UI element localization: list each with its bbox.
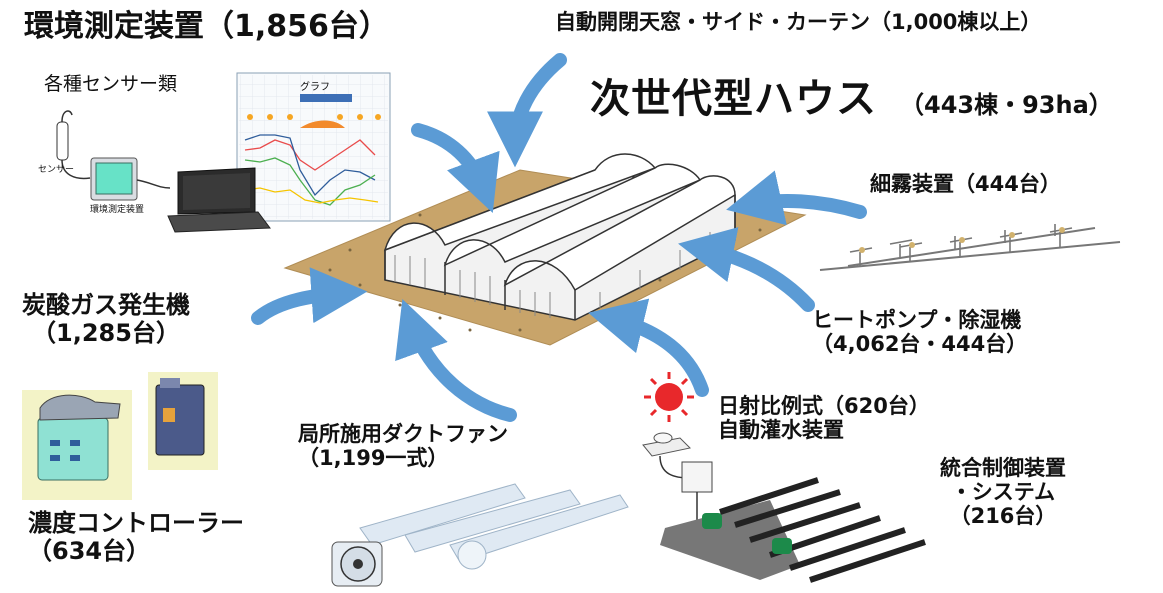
laptop-icon bbox=[167, 167, 271, 233]
env-measure-label: 環境測定装置（1,856台） bbox=[24, 9, 389, 44]
heatpump-label: ヒートポンプ・除湿機 （4,062台・444台） bbox=[812, 308, 1028, 357]
window-curtain-label: 自動開閉天窓・サイド・カーテン（1,000棟以上） bbox=[555, 10, 1042, 34]
measure-device-icon bbox=[90, 157, 171, 201]
sensor-icon bbox=[56, 110, 91, 180]
sensors-label: 各種センサー類 bbox=[44, 73, 178, 95]
graph-title-label: グラフ bbox=[300, 82, 330, 93]
integrated-control-label: 統合制御装置 ・システム （216台） bbox=[940, 456, 1066, 529]
controller-icon bbox=[642, 432, 713, 520]
fan-icon bbox=[331, 483, 629, 587]
co2-generator-icon bbox=[22, 390, 132, 500]
concentration-controller-label: 濃度コントローラー （634台） bbox=[28, 509, 244, 565]
device-small-label: 環境測定装置 bbox=[90, 205, 145, 215]
page-subtitle: （443棟・93ha） bbox=[900, 91, 1113, 119]
co2-label: 炭酸ガス発生機 （1,285台） bbox=[22, 291, 190, 347]
co2-generator-2-icon bbox=[148, 372, 218, 470]
graph-window bbox=[236, 72, 391, 222]
duct-fan-label: 局所施用ダクトファン （1,199一式） bbox=[298, 422, 508, 471]
mist-label: 細霧装置（444台） bbox=[870, 172, 1061, 196]
mist-nozzles-icon bbox=[819, 224, 1121, 271]
sensor-small-label: センサー bbox=[38, 165, 75, 175]
solar-irrigation-label: 日射比例式（620台） 自動灌水装置 bbox=[718, 394, 930, 443]
arrow-icon bbox=[251, 53, 867, 422]
irrigation-tubes-icon bbox=[660, 477, 926, 583]
page-title: 次世代型ハウス bbox=[590, 76, 877, 122]
sun-icon bbox=[644, 372, 694, 422]
